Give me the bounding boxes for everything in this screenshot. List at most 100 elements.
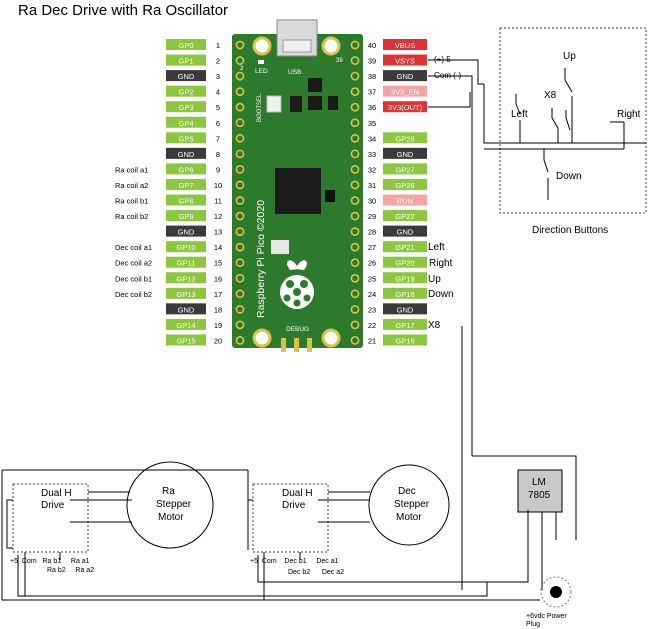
pin39-marker: 39 [336, 58, 343, 64]
switch-symbols [484, 68, 646, 200]
pin-number: 23 [368, 305, 376, 314]
up-label: Up [428, 274, 441, 285]
pin-label: GP0 [178, 41, 193, 50]
pin-number: 16 [214, 274, 222, 283]
dir-x8-label: X8 [544, 90, 557, 101]
pin-pad [235, 87, 245, 97]
ra-stepper-motor: Ra Stepper Motor [126, 461, 214, 549]
bootsel-label: BOOTSEL [257, 93, 263, 122]
dir-down-label: Down [556, 171, 582, 182]
pin-pad [235, 102, 245, 112]
pin-number-bg [208, 287, 228, 299]
pin-number-bg [208, 210, 228, 222]
mount-hole [321, 328, 341, 348]
pin-number-bg [208, 318, 228, 330]
pin-pad [235, 56, 245, 65]
pin-label: GND [178, 72, 195, 81]
debug-pin [281, 338, 286, 352]
pin-number: 35 [368, 119, 376, 128]
pin-number-bg [363, 241, 381, 253]
pin-pad [235, 71, 245, 81]
pin-number-bg [363, 147, 381, 159]
pin-number-bg [363, 132, 381, 144]
dec-motor-circle [368, 464, 450, 546]
mount-hole [321, 36, 341, 56]
pin-number: 14 [214, 243, 222, 252]
pin-label-bg [383, 272, 427, 284]
pin-label: GP21 [395, 243, 414, 252]
pin-pad [235, 164, 245, 174]
pin-number: 33 [368, 150, 376, 159]
pin-number: 21 [368, 336, 376, 345]
pin-pad [350, 273, 360, 283]
pin-pad [235, 133, 245, 143]
regulator-body [517, 469, 563, 513]
pin-number-bg [363, 287, 381, 299]
rp2040-chip [275, 168, 321, 214]
diagram-title: Ra Dec Drive with Ra Oscillator [18, 2, 228, 19]
pin-label: GP11 [177, 259, 196, 268]
pin-label-bg [383, 70, 427, 82]
pin-number: 11 [214, 197, 222, 206]
dir-left-label: Left [511, 109, 528, 120]
debug-pin [307, 338, 312, 352]
pin-number-bg [363, 256, 381, 268]
mount-hole [252, 328, 272, 348]
pin-pad [350, 304, 360, 314]
pin-number: 18 [214, 305, 222, 314]
dec-driver: Dual H Drive +5 Com Dec b1 Dec a1 Dec b2… [250, 483, 344, 576]
pin-number: 5 [216, 103, 220, 112]
pin-number-bg [363, 334, 381, 346]
pin-label: GND [178, 150, 195, 159]
pin-number-bg [363, 54, 381, 66]
pin-number: 7 [216, 134, 220, 143]
pin-number-bg [208, 178, 228, 190]
pin-label-bg [383, 303, 427, 315]
pin-number: 10 [214, 181, 222, 190]
pin-label: RUN [397, 197, 413, 206]
pin-pad [350, 258, 360, 268]
pin-label: GND [397, 305, 414, 314]
pin-pad [235, 118, 245, 128]
pin-label-bg [166, 318, 206, 330]
pin-pad [235, 289, 245, 299]
pin-pad [235, 211, 245, 221]
pin-label: GP2 [178, 88, 193, 97]
bootsel-button[interactable] [266, 95, 282, 113]
x8-label: X8 [428, 320, 441, 331]
pin-number-bg [208, 147, 228, 159]
pin-label-bg [166, 210, 206, 222]
left-pin-11: GP8 11 [166, 194, 245, 206]
pin-number-bg [208, 272, 228, 284]
pin-number: 34 [368, 134, 376, 143]
pin-label-bg [166, 287, 206, 299]
pin-pad [235, 320, 245, 330]
pin-number: 3 [216, 72, 220, 81]
ra-driver-frame [12, 483, 89, 553]
pin-number: 31 [368, 181, 376, 190]
power-plug-pin [550, 586, 562, 598]
pin-number-bg [363, 70, 381, 82]
dec-driver-frame [252, 483, 329, 553]
pin-label: GP27 [395, 165, 414, 174]
pin-label-bg [166, 194, 206, 206]
pin-label: GP1 [178, 57, 193, 66]
pin-label: GP5 [178, 134, 193, 143]
left-pin-3: GND 3 [166, 70, 245, 82]
pin-label-bg [383, 132, 427, 144]
pin-label: GP8 [178, 197, 193, 206]
pin-number: 19 [214, 321, 222, 330]
coil-label: Dec coil a1 [115, 243, 152, 252]
pin-label-bg [166, 101, 206, 113]
pin-pad [350, 211, 360, 221]
coil-label: Dec coil b1 [115, 274, 152, 283]
